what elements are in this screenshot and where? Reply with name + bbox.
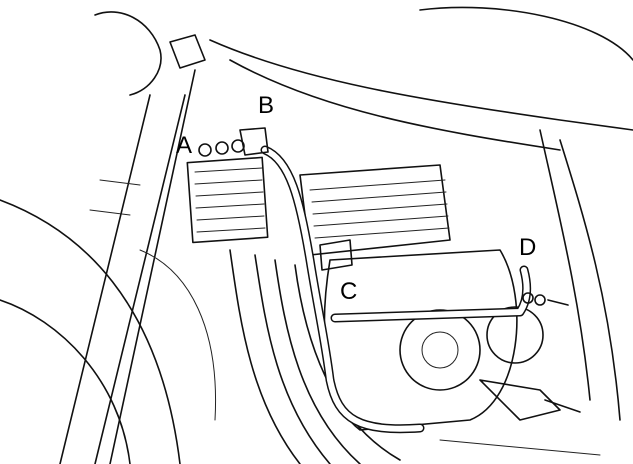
fork-left: [59, 94, 151, 464]
brake-line: [139, 249, 217, 421]
fork-left-inner: [94, 94, 186, 464]
exhaust-pipe-3: [274, 259, 361, 464]
callout-c: C: [340, 278, 358, 305]
callout-b: B: [258, 92, 275, 119]
callout-d: D: [519, 234, 537, 261]
engine-guard-crossbar-fill: [332, 267, 530, 321]
mount-bolt-a-3: [231, 139, 245, 153]
clutch-cover: [399, 309, 481, 391]
mount-bolt-a-1: [198, 143, 212, 157]
fairing-outline: [94, 11, 162, 96]
oil-cooler-fins: [194, 167, 266, 233]
front-wheel-arc: [0, 199, 181, 464]
frame-rear-tube-2: [559, 139, 621, 421]
mount-bolt-a-2: [215, 141, 229, 155]
fork-right: [109, 69, 196, 464]
fork-band: [89, 179, 141, 216]
mount-bolt-d-1: [522, 292, 534, 304]
engine-fins: [309, 179, 450, 239]
mount-bolt-d-2: [534, 294, 546, 306]
mount-bolt-d-3: [547, 299, 569, 306]
frame-rear-tube: [539, 129, 591, 401]
engine-guard-bar-fill: [262, 147, 423, 432]
mount-bracket-c: [319, 239, 353, 271]
frame-top-tube-2: [229, 59, 561, 151]
shift-linkage: [479, 379, 561, 421]
engine-cylinder-head: [299, 164, 451, 256]
stator-cover: [486, 306, 544, 364]
exhaust-pipe-1: [229, 249, 301, 464]
front-wheel-arc-2: [0, 299, 131, 464]
callout-a: A: [176, 132, 193, 159]
tank-outline: [419, 6, 633, 61]
frame-top-tube: [209, 39, 633, 131]
oil-cooler: [186, 156, 269, 244]
side-stand: [439, 439, 601, 456]
clutch-cover-inner: [421, 331, 459, 369]
exhaust-pipe-2: [254, 254, 331, 464]
footpeg: [544, 399, 581, 413]
indicator-light: [169, 34, 206, 69]
